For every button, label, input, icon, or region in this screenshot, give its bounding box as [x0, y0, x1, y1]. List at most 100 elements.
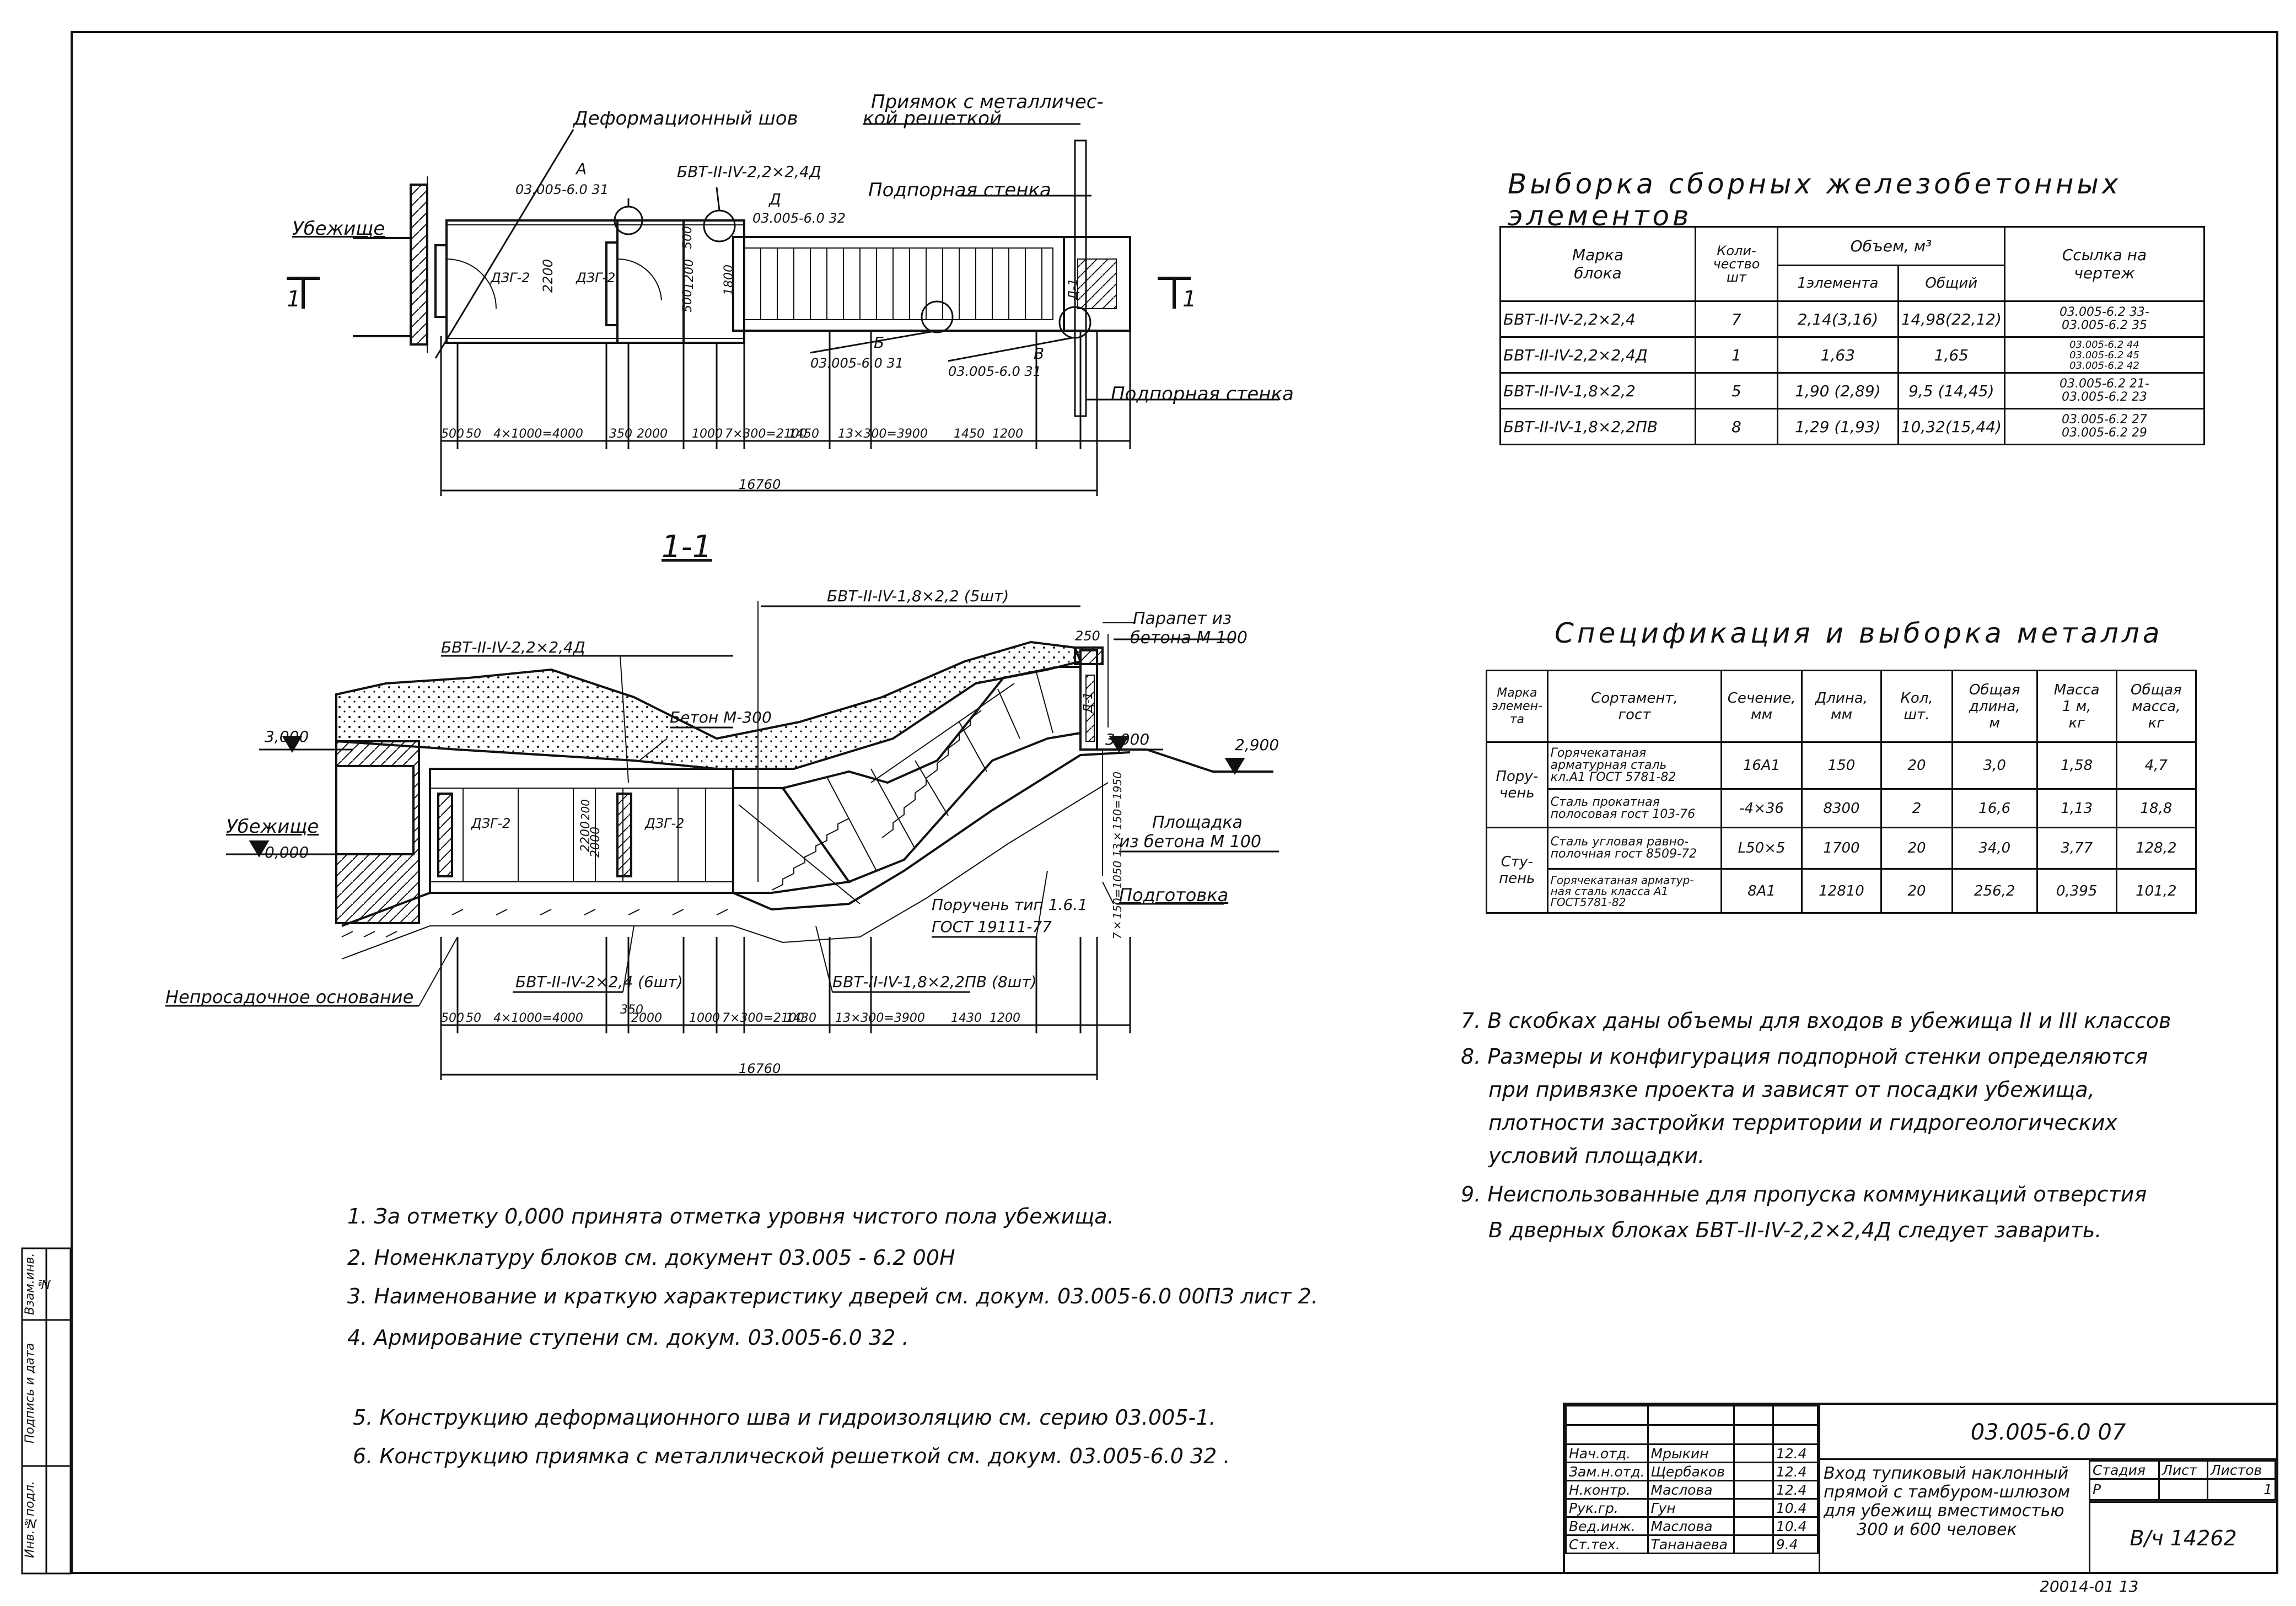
- table-row: БВТ-II-IV-2,2×2,4 7 2,14(3,16) 14,98(22,…: [1499, 300, 2206, 338]
- cell-per: 1,63: [1776, 336, 1899, 374]
- table-row: Сталь прокатная полосовая гост 103-76 -4…: [1487, 788, 2197, 828]
- section-dim-200: 200: [579, 799, 592, 821]
- drawing-code: 03.005-6.0 07: [1819, 1405, 2276, 1460]
- section-block-bottom-left: БВТ-II-IV-2×2,4 (6шт): [515, 973, 683, 991]
- plan-dim: 350: [609, 427, 632, 441]
- cell-qty: 20: [1880, 868, 1953, 914]
- note-5: 5. Конструкцию деформационного шва и гид…: [353, 1405, 1216, 1430]
- drawing-description: Вход тупиковый наклонный прямой с тамбур…: [1819, 1460, 2089, 1574]
- plan-dim-2200: 2200: [540, 259, 556, 293]
- cell-ref: 03.005-6.2 44 03.005-6.2 45 03.005-6.2 4…: [2003, 336, 2206, 374]
- cell-section: L50×5: [1720, 827, 1803, 870]
- cell-mark: БВТ-II-IV-1,8×2,2: [1499, 372, 1696, 409]
- element-line: Пору-: [1496, 768, 1539, 785]
- elev-3000-left: 3,000: [265, 727, 309, 746]
- cell-total: 1,65: [1897, 336, 2005, 374]
- description-line: 300 и 600 человек: [1857, 1520, 2017, 1539]
- cell-assort: Горячекатаная арматурная сталь кл.А1 ГОС…: [1546, 741, 1723, 790]
- section-door-1: ДЗГ-2: [471, 816, 511, 831]
- header-line: та: [1509, 712, 1524, 726]
- header-line: Сортамент,: [1591, 689, 1678, 707]
- ref-line: 03.005-6.2 45: [2069, 349, 2139, 361]
- cell-element: Сту- пень: [1486, 827, 1548, 914]
- plan-door-1: ДЗГ-2: [491, 270, 530, 285]
- organization: В/ч 14262: [2089, 1501, 2276, 1574]
- plan-dim: 1450: [954, 427, 985, 441]
- assort-line: кл.А1 ГОСТ 5781-82: [1550, 770, 1676, 784]
- cell-assort: Сталь угловая равно- полочная гост 8509-…: [1546, 827, 1723, 870]
- cell-mark: БВТ-II-IV-2,2×2,4Д: [1499, 336, 1696, 374]
- role: Н.контр.: [1565, 1480, 1649, 1500]
- header-ref-2: чертеж: [2074, 264, 2135, 282]
- section-mark-right: 1: [1182, 287, 1197, 312]
- header-qty-1: Коли-: [1717, 243, 1756, 258]
- bottom-code: 20014-01 13: [2040, 1577, 2139, 1596]
- node-v: В: [1034, 344, 1045, 363]
- node-d: Д: [769, 190, 781, 208]
- note-3: 3. Наименование и краткую характеристику…: [347, 1284, 1318, 1308]
- sheets-header: Листов: [2206, 1460, 2277, 1480]
- cell-qty: 1: [1694, 336, 1778, 374]
- element-line: пень: [1499, 870, 1535, 887]
- cell-mass-per-m: 3,77: [2036, 827, 2117, 870]
- assort-line: ГОСТ5781-82: [1550, 895, 1626, 909]
- ref-line: 03.005-6.2 33-: [2060, 305, 2149, 319]
- name: Мрыкин: [1647, 1443, 1735, 1463]
- drawing-frame: [71, 31, 2278, 1574]
- header-line: элемен-: [1491, 699, 1542, 713]
- ref-line: 03.005-6.2 35: [2062, 319, 2147, 332]
- element-line: чень: [1499, 785, 1535, 801]
- pit-label-2: кой решеткой: [863, 107, 1002, 130]
- block-label-top: БВТ-II-IV-2,2×2,4Д: [677, 163, 821, 181]
- ref-line: 03.005-6.2 42: [2069, 359, 2139, 371]
- cell-section: 16А1: [1720, 741, 1803, 790]
- header-line: длина,: [1969, 698, 2020, 715]
- section-dim: 4×1000=4000: [493, 1011, 583, 1025]
- description-line: Вход тупиковый наклонный: [1824, 1464, 2069, 1483]
- header-qty-3: шт: [1726, 270, 1746, 285]
- role: Ст.тех.: [1565, 1534, 1649, 1554]
- role: Зам.н.отд.: [1565, 1462, 1649, 1481]
- header-mark-1: Марка: [1572, 246, 1624, 264]
- cell-ref: 03.005-6.2 21- 03.005-6.2 23: [2003, 372, 2206, 409]
- cell-total-mass: 101,2: [2115, 868, 2197, 914]
- plan-dim: 50: [466, 427, 481, 441]
- header-total-mass: Общая масса, кг: [2115, 670, 2197, 743]
- note-8-cont: плотности застройки территории и гидроге…: [1488, 1111, 2117, 1135]
- cell-qty: 2: [1880, 788, 1953, 828]
- name: Гун: [1647, 1498, 1735, 1518]
- cell-total: 14,98(22,12): [1897, 300, 2005, 338]
- table-row: Пору- чень Горячекатаная арматурная стал…: [1486, 741, 2197, 828]
- section-title: 1-1: [662, 529, 712, 565]
- cell-ref: 03.005-6.2 33- 03.005-6.2 35: [2003, 300, 2206, 338]
- ref-line: 03.005-6.2 23: [2062, 390, 2147, 404]
- ref-line: 03.005-6.2 27: [2062, 413, 2147, 427]
- parapet-label-2: бетона М 100: [1130, 628, 1248, 648]
- assort-line: Сталь угловая равно-: [1550, 835, 1689, 849]
- table-header-row: Марка блока Коли- чество шт Объем, м³ Сс…: [1499, 226, 2206, 302]
- cell-mark: БВТ-II-IV-1,8×2,2ПВ: [1499, 408, 1696, 445]
- section-door-3: Д-1: [1082, 692, 1095, 714]
- header-line: Масса: [2053, 681, 2100, 698]
- node-d-ref: 03.005-6.0 32: [752, 211, 846, 226]
- header-mark-2: блока: [1574, 264, 1622, 282]
- cell-assort: Сталь прокатная полосовая гост 103-76: [1546, 788, 1723, 828]
- assort-line: Сталь прокатная: [1550, 795, 1660, 809]
- node-b: Б: [874, 333, 885, 352]
- role: Нач.отд.: [1565, 1443, 1649, 1463]
- section-dim: 13×300=3900: [835, 1011, 925, 1025]
- header-line: Сечение,: [1727, 689, 1796, 707]
- section-dim: 50: [466, 1011, 481, 1025]
- node-v-ref: 03.005-6.0 31: [948, 364, 1041, 379]
- table-header-row: Марка элемен- та Сортамент, гост Сечение…: [1486, 670, 2197, 743]
- header-assort: Сортамент, гост: [1546, 670, 1723, 743]
- description-line: для убежищ вместимостью: [1824, 1501, 2064, 1521]
- section-block-top: БВТ-II-IV-2,2×2,4Д: [441, 638, 585, 656]
- note-2: 2. Номенклатуру блоков см. документ 03.0…: [347, 1246, 955, 1270]
- cell-total: 9,5 (14,45): [1897, 372, 2005, 409]
- cell-assort: Горячекатаная арматур- ная сталь класса …: [1546, 868, 1723, 914]
